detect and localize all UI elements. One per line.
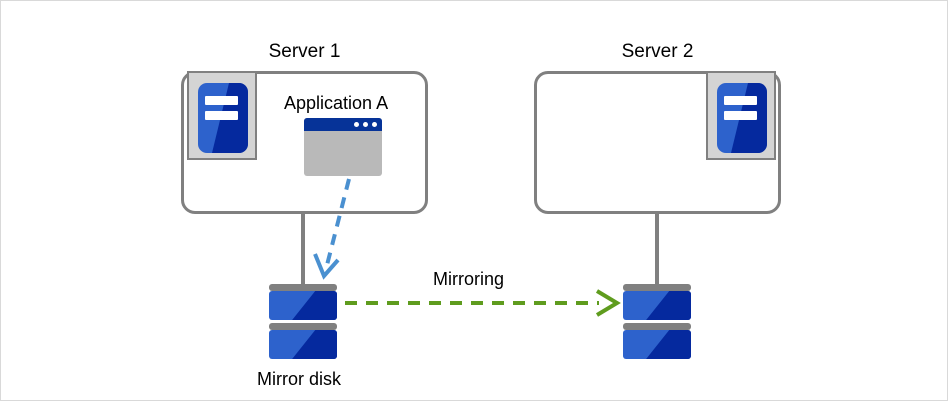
app-window-dot — [372, 122, 377, 127]
disk-bar-bottom — [623, 323, 691, 330]
application-label: Application A — [284, 93, 389, 113]
rack-bar-bottom — [205, 111, 238, 121]
server1-rack-plate — [187, 71, 257, 160]
disk-body-bottom — [623, 330, 691, 359]
server2-title: Server 2 — [621, 41, 694, 62]
disk-shade — [646, 291, 691, 320]
server2-disk-connector — [655, 212, 659, 285]
disk-bar-top — [623, 284, 691, 291]
app-window-dot — [363, 122, 368, 127]
disk-bar-bottom — [269, 323, 337, 330]
rack-bar-top — [724, 95, 757, 105]
app-window-dot — [354, 122, 359, 127]
disk-shade — [292, 291, 337, 320]
disk-body-top — [623, 291, 691, 320]
server-rack-icon — [198, 83, 248, 153]
server-rack-icon — [717, 83, 767, 153]
rack-bar-bottom — [724, 111, 757, 121]
dashed-right-arrow-icon — [345, 289, 621, 317]
disk-body-bottom — [269, 330, 337, 359]
app-window-titlebar — [304, 118, 382, 131]
mirror-disk-icon — [623, 284, 691, 369]
mirror-disk-icon — [269, 284, 337, 369]
disk-shade — [292, 330, 337, 359]
mirror-disk-label: Mirror disk — [257, 369, 341, 389]
disk-body-top — [269, 291, 337, 320]
server1-disk-connector — [301, 212, 305, 285]
disk-bar-top — [269, 284, 337, 291]
mirroring-label: Mirroring — [433, 269, 505, 289]
rack-bar-top — [205, 95, 238, 105]
application-window-icon — [304, 118, 382, 176]
disk-shade — [646, 330, 691, 359]
server1-title: Server 1 — [268, 41, 341, 62]
server2-rack-plate — [706, 71, 776, 160]
